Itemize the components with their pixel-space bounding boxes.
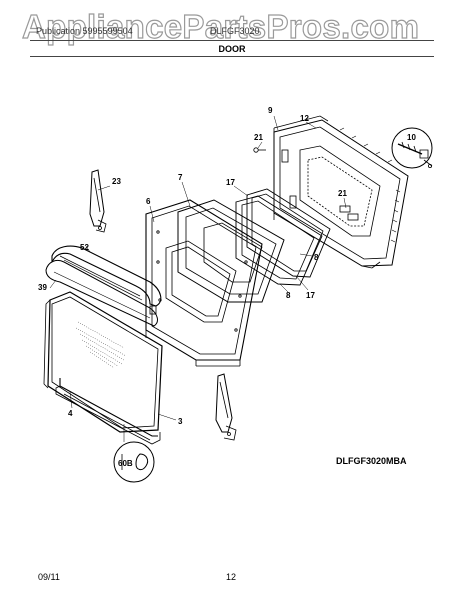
glass-panel	[177, 199, 285, 303]
callout-7: 7	[178, 173, 183, 182]
callout-21-lower: 21	[338, 189, 347, 198]
callout-17-upper: 17	[226, 178, 235, 187]
leader-lines	[49, 115, 347, 442]
hinge-lower	[215, 373, 237, 441]
callout-12: 12	[300, 114, 309, 123]
glass-pack-rear	[235, 188, 331, 286]
screw-21-upper	[253, 147, 266, 153]
door-top-bracket	[273, 115, 329, 134]
bottom-trim	[55, 378, 161, 445]
callout-8-lower: 8	[286, 291, 291, 300]
callout-10: 10	[407, 133, 416, 142]
door-frame	[145, 199, 263, 367]
callout-23: 23	[112, 177, 121, 186]
callout-8-right: 8	[314, 253, 319, 262]
callout-21-upper: 21	[254, 133, 263, 142]
inner-door-liner	[273, 119, 409, 269]
door-handle	[45, 245, 162, 327]
model-number: DLFGF3020MBA	[336, 456, 407, 466]
title-rule	[30, 56, 434, 57]
hinge-upper	[89, 169, 107, 233]
screw-21-lower	[339, 205, 359, 221]
callout-9: 9	[268, 106, 273, 115]
callout-52: 52	[80, 243, 89, 252]
clip-detail-60b	[113, 441, 155, 483]
callout-6: 6	[146, 197, 151, 206]
model-header: DLFGF3020	[210, 26, 260, 36]
screw-detail-10	[391, 127, 433, 169]
callout-4: 4	[68, 409, 73, 418]
callout-39: 39	[38, 283, 47, 292]
callout-17-lower: 17	[306, 291, 315, 300]
header-rule	[30, 40, 434, 41]
watermark: AppliancePartsPros.com	[21, 7, 420, 45]
callout-3: 3	[178, 417, 183, 426]
footer-date: 09/11	[38, 572, 60, 582]
publication-number: Publication 5995599504	[36, 26, 133, 36]
callout-60b: 60B	[118, 459, 133, 468]
section-title: DOOR	[218, 44, 246, 54]
footer-page-number: 12	[226, 572, 237, 582]
outer-door-panel	[43, 291, 163, 433]
